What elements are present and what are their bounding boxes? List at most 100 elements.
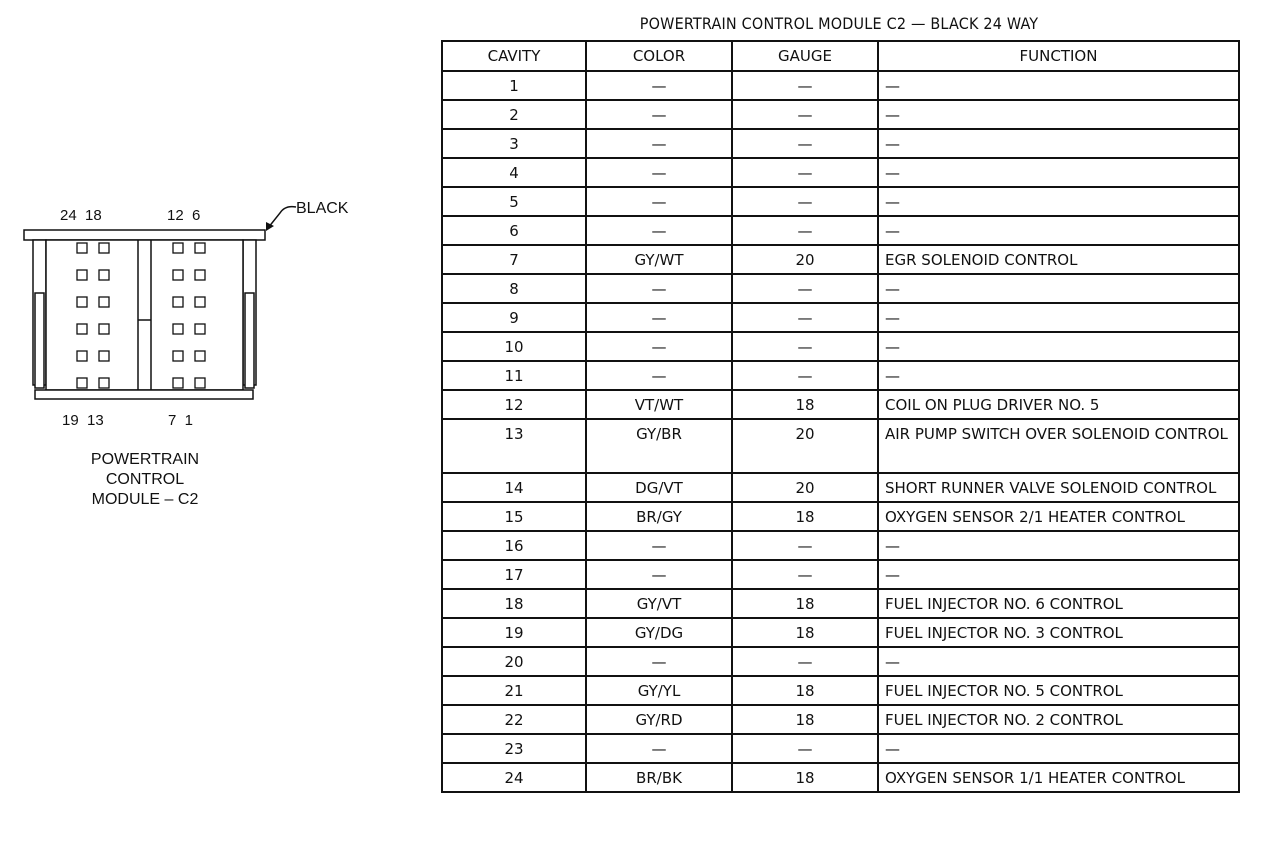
cell-function: — [877, 128, 1240, 159]
connector-color-label: BLACK [296, 200, 349, 217]
cell-cavity: 16 [441, 530, 587, 561]
cell-gauge: — [731, 360, 879, 391]
bottom-right-pin-numbers: 7 1 [168, 412, 193, 429]
table-row: 23——— [441, 733, 1240, 764]
cell-function: — [877, 733, 1240, 764]
cell-gauge: 18 [731, 501, 879, 532]
pin-cavity [98, 296, 110, 308]
cell-color: GY/YL [585, 675, 733, 706]
pin-cavity [172, 323, 184, 335]
cell-gauge: 18 [731, 704, 879, 735]
cell-function: — [877, 559, 1240, 590]
cell-gauge: — [731, 302, 879, 333]
header-function: FUNCTION [877, 40, 1240, 72]
cell-gauge: — [731, 331, 879, 362]
table-row: 4——— [441, 157, 1240, 188]
callout-leader-line [267, 205, 297, 229]
cell-function: — [877, 215, 1240, 246]
cell-function: — [877, 646, 1240, 677]
cell-color: VT/WT [585, 389, 733, 420]
caption-line-3: MODULE – C2 [92, 491, 199, 508]
cell-function: — [877, 360, 1240, 391]
cell-function: — [877, 186, 1240, 217]
table-row: 1——— [441, 70, 1240, 101]
cell-function: EGR SOLENOID CONTROL [877, 244, 1240, 275]
table-title: POWERTRAIN CONTROL MODULE C2 — BLACK 24 … [639, 14, 1039, 33]
pin-cavity [194, 242, 206, 254]
cell-gauge: 18 [731, 588, 879, 619]
header-color: COLOR [585, 40, 733, 72]
pin-cavity [172, 350, 184, 362]
pin-cavity [98, 350, 110, 362]
cavity-grid [76, 242, 206, 389]
connector-body [23, 229, 266, 400]
pin-cavity [194, 296, 206, 308]
cell-function: OXYGEN SENSOR 2/1 HEATER CONTROL [877, 501, 1240, 532]
cell-function: COIL ON PLUG DRIVER NO. 5 [877, 389, 1240, 420]
cell-color: DG/VT [585, 472, 733, 503]
pin-cavity [172, 269, 184, 281]
cell-gauge: 20 [731, 418, 879, 474]
cell-gauge: — [731, 530, 879, 561]
cell-cavity: 18 [441, 588, 587, 619]
table-row: 16——— [441, 530, 1240, 561]
cell-cavity: 13 [441, 418, 587, 474]
cell-color: GY/WT [585, 244, 733, 275]
cell-cavity: 15 [441, 501, 587, 532]
connector-diagram: 24 18 12 6 19 13 7 1 BLACK POWERTRAIN CO… [23, 200, 349, 508]
cell-gauge: — [731, 157, 879, 188]
table-row: 17——— [441, 559, 1240, 590]
header-gauge: GAUGE [731, 40, 879, 72]
cell-cavity: 8 [441, 273, 587, 304]
cell-color: — [585, 273, 733, 304]
cell-color: GY/DG [585, 617, 733, 648]
cell-color: — [585, 360, 733, 391]
cell-function: FUEL INJECTOR NO. 2 CONTROL [877, 704, 1240, 735]
cell-color: BR/GY [585, 501, 733, 532]
cell-gauge: — [731, 559, 879, 590]
cell-cavity: 12 [441, 389, 587, 420]
cell-cavity: 10 [441, 331, 587, 362]
pin-cavity [172, 377, 184, 389]
bottom-left-pin-numbers: 19 13 [62, 412, 104, 429]
cell-gauge: — [731, 186, 879, 217]
cell-cavity: 24 [441, 762, 587, 793]
cell-cavity: 23 [441, 733, 587, 764]
callout-arrowhead [266, 222, 274, 231]
cell-cavity: 3 [441, 128, 587, 159]
cell-cavity: 22 [441, 704, 587, 735]
cell-color: — [585, 559, 733, 590]
cell-cavity: 9 [441, 302, 587, 333]
cell-gauge: 18 [731, 675, 879, 706]
cell-color: — [585, 530, 733, 561]
pin-cavity [76, 323, 88, 335]
cell-function: FUEL INJECTOR NO. 6 CONTROL [877, 588, 1240, 619]
cell-color: GY/RD [585, 704, 733, 735]
cell-cavity: 2 [441, 99, 587, 130]
pin-cavity [76, 296, 88, 308]
pin-cavity [194, 323, 206, 335]
table-row: 2——— [441, 99, 1240, 130]
cell-function: AIR PUMP SWITCH OVER SOLENOID CONTROL [877, 418, 1240, 474]
pin-cavity [76, 377, 88, 389]
cell-color: — [585, 186, 733, 217]
table-row: 5——— [441, 186, 1240, 217]
cell-gauge: 18 [731, 762, 879, 793]
pin-cavity [172, 296, 184, 308]
table-row: 10——— [441, 331, 1240, 362]
table-header-row: CAVITY COLOR GAUGE FUNCTION [441, 40, 1240, 72]
table-row: 8——— [441, 273, 1240, 304]
cell-color: — [585, 733, 733, 764]
cell-gauge: — [731, 128, 879, 159]
cell-color: GY/VT [585, 588, 733, 619]
pin-cavity [98, 242, 110, 254]
cell-color: GY/BR [585, 418, 733, 474]
cell-function: SHORT RUNNER VALVE SOLENOID CONTROL [877, 472, 1240, 503]
